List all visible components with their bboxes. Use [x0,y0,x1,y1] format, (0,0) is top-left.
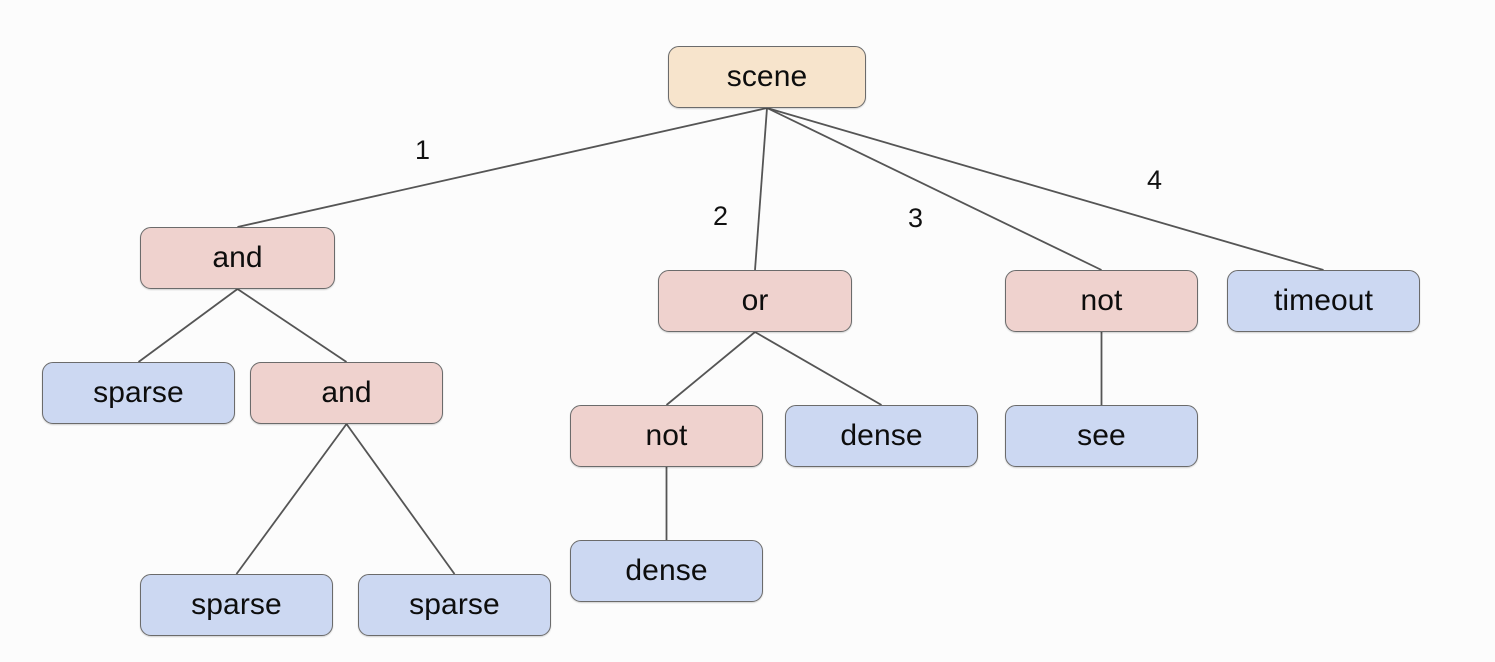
tree-node-label: not [1080,284,1123,317]
edge-label-2: 2 [713,201,729,231]
tree-edge [766,107,1102,271]
tree-edge [236,288,348,363]
edge-label-4: 4 [1147,165,1163,195]
tree-node-not1[interactable]: not [1005,270,1198,332]
tree-node-label: see [1077,419,1126,452]
tree-edge [754,107,768,271]
tree-node-and1[interactable]: and [140,227,335,289]
edge-label-3: 3 [908,203,924,233]
tree-node-see1[interactable]: see [1005,405,1198,467]
tree-node-not2[interactable]: not [570,405,763,467]
edge-label-1: 1 [415,135,431,165]
tree-edge [754,331,882,406]
tree-node-label: or [741,284,769,317]
tree-edge [665,331,756,406]
tree-node-label: dense [840,419,923,452]
tree-edge [345,423,456,575]
tree-node-and2[interactable]: and [250,362,443,424]
tree-edge [235,423,348,575]
tree-node-sparse2[interactable]: sparse [140,574,333,636]
tree-node-sparse1[interactable]: sparse [42,362,235,424]
tree-node-label: sparse [93,376,184,409]
tree-node-label: sparse [191,588,282,621]
tree-node-scene[interactable]: scene [668,46,866,108]
tree-node-or1[interactable]: or [658,270,852,332]
tree-node-sparse3[interactable]: sparse [358,574,551,636]
tree-node-label: sparse [409,588,500,621]
tree-node-dense2[interactable]: dense [570,540,763,602]
tree-edge [766,107,1324,271]
tree-node-label: scene [726,60,808,93]
tree-node-label: and [321,376,372,409]
tree-node-label: timeout [1273,284,1374,317]
tree-node-label: not [645,419,688,452]
tree-edge [237,107,768,228]
tree-node-timeout1[interactable]: timeout [1227,270,1420,332]
tree-node-label: dense [625,554,708,587]
tree-node-dense1[interactable]: dense [785,405,978,467]
tree-node-label: and [212,241,263,274]
tree-edge [137,288,239,363]
